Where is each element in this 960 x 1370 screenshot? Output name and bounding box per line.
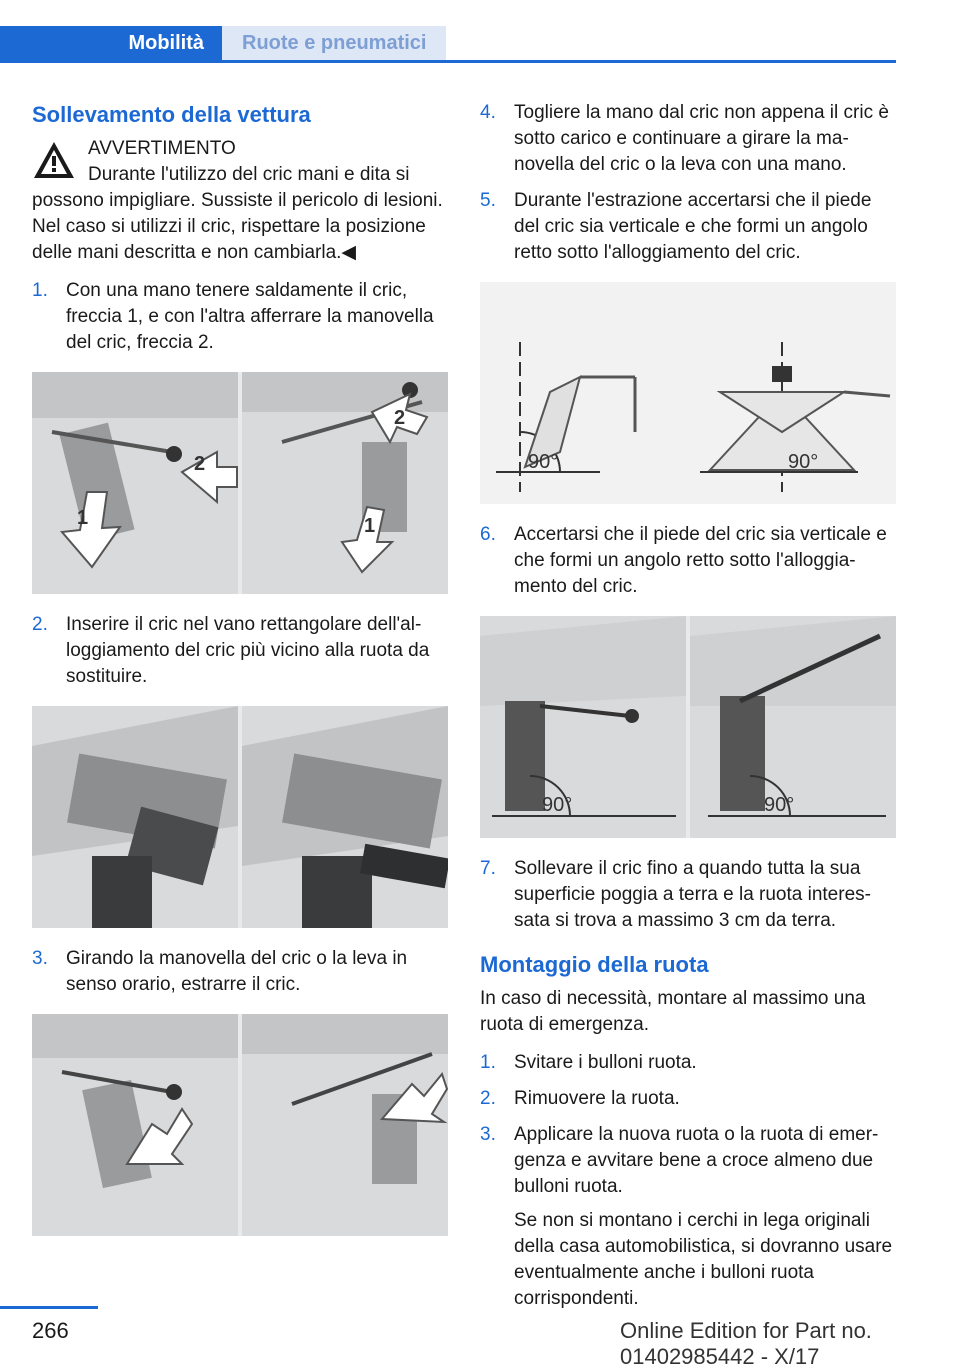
right-column: 4. Togliere la mano dal cric non appena … (480, 100, 896, 1312)
list-item: 3. Girando la manovella del cric o la le… (32, 946, 448, 998)
step-text: Accertarsi che il piede del cric sia ver… (514, 524, 887, 597)
step-number: 3. (480, 1124, 496, 1145)
steps-list-left: 1. Con una mano tenere saldamente il cri… (32, 278, 448, 356)
edition-info: Online Edition for Part no. 01402985442 … (620, 1318, 872, 1369)
arrow-label-2b: 2 (394, 407, 405, 429)
steps-list-montaggio: 1. Svitare i bulloni ruota. 2. Rimuovere… (480, 1050, 896, 1200)
arrow-label-1a: 1 (77, 507, 88, 529)
step-text: Con una mano tenere saldamente il cric, … (66, 280, 434, 353)
list-item: 1. Con una mano tenere saldamente il cri… (32, 278, 448, 356)
steps-list-left-3: 3. Girando la manovella del cric o la le… (32, 946, 448, 998)
arrow-label-1b: 1 (364, 515, 375, 537)
jack-crank-figure (32, 1014, 448, 1236)
tab-mobilita[interactable]: Mobilità (0, 26, 222, 60)
step-number: 1. (32, 280, 48, 301)
footer-rule (0, 1306, 98, 1309)
list-item: 5. Durante l'estrazione accertarsi che i… (480, 188, 896, 266)
step-number: 7. (480, 858, 496, 879)
list-item: 7. Sollevare il cric fino a quando tutta… (480, 856, 896, 934)
jack-foot-illustration: 90° 90° (480, 616, 896, 817)
warning-text: Durante l'utilizzo del cric mani e dita … (32, 164, 443, 263)
jack-grip-illustration: 1 2 1 2 (32, 372, 448, 574)
step-note: Se non si montano i cerchi in lega origi… (514, 1210, 893, 1309)
steps-list-right-2: 6. Accertarsi che il piede del cric sia … (480, 522, 896, 600)
steps-list-left-2: 2. Inserire il cric nel vano rettangolar… (32, 612, 448, 690)
jack-grip-figure: 1 2 1 2 (32, 372, 448, 594)
angle-label-left-photo: 90° (542, 794, 572, 816)
step-text: Girando la manovella del cric o la leva … (66, 948, 408, 995)
list-item: 1. Svitare i bulloni ruota. (480, 1050, 896, 1076)
step-number: 1. (480, 1052, 496, 1073)
section-title-montaggio: Montaggio della ruota (480, 952, 709, 977)
step-text: Rimuovere la ruota. (514, 1088, 680, 1109)
step-text: Durante l'estrazione accertarsi che il p… (514, 190, 872, 263)
angle-label-left: 90° (528, 451, 558, 473)
page-header: Mobilità Ruote e pneumatici (0, 0, 896, 63)
section-title-sollevamento: Sollevamento della vettura (32, 102, 311, 127)
steps-list-right: 4. Togliere la mano dal cric non appena … (480, 100, 896, 266)
step-number: 3. (32, 948, 48, 969)
header-rule (0, 60, 896, 63)
jack-crank-illustration (32, 1014, 448, 1189)
step-text: Svitare i bulloni ruota. (514, 1052, 697, 1073)
step-number: 2. (480, 1088, 496, 1109)
arrow-label-2a: 2 (194, 453, 205, 475)
steps-list-right-3: 7. Sollevare il cric fino a quando tutta… (480, 856, 896, 934)
step-number: 2. (32, 614, 48, 635)
angle-label-right: 90° (788, 451, 818, 473)
list-item: 3. Applicare la nuova ruota o la ruota d… (480, 1122, 896, 1200)
jack-angle-diagram: 90° 90° (480, 282, 896, 504)
tab-ruote-pneumatici[interactable]: Ruote e pneumatici (222, 26, 447, 60)
page-number: 266 (32, 1318, 69, 1343)
warning-triangle-icon (34, 142, 74, 178)
warning-block: AVVERTIMENTO Durante l'utilizzo del cric… (32, 136, 448, 266)
jack-foot-figure: 90° 90° (480, 616, 896, 838)
step-text: Sollevare il cric fino a quando tutta la… (514, 858, 871, 931)
step-number: 5. (480, 190, 496, 211)
list-item: 6. Accertarsi che il piede del cric sia … (480, 522, 896, 600)
list-item: 2. Inserire il cric nel vano rettangolar… (32, 612, 448, 690)
warning-label: AVVERTIMENTO (88, 138, 236, 159)
step-text: Inserire il cric nel vano rettangolare d… (66, 614, 430, 687)
list-item: 4. Togliere la mano dal cric non appena … (480, 100, 896, 178)
jack-slot-figure (32, 706, 448, 928)
step-text: Applicare la nuova ruota o la ruota di e… (514, 1124, 879, 1197)
step-text: Togliere la mano dal cric non appena il … (514, 102, 889, 175)
list-item: 2. Rimuovere la ruota. (480, 1086, 896, 1112)
left-column: Sollevamento della vettura AVVERTIMENTO … (32, 100, 448, 1254)
angle-label-right-photo: 90° (764, 794, 794, 816)
jack-angle-illustration: 90° 90° (496, 342, 891, 492)
step-number: 6. (480, 524, 496, 545)
step-number: 4. (480, 102, 496, 123)
section-intro: In caso di necessità, montare al massimo… (480, 988, 866, 1035)
jack-slot-illustration (32, 706, 448, 928)
